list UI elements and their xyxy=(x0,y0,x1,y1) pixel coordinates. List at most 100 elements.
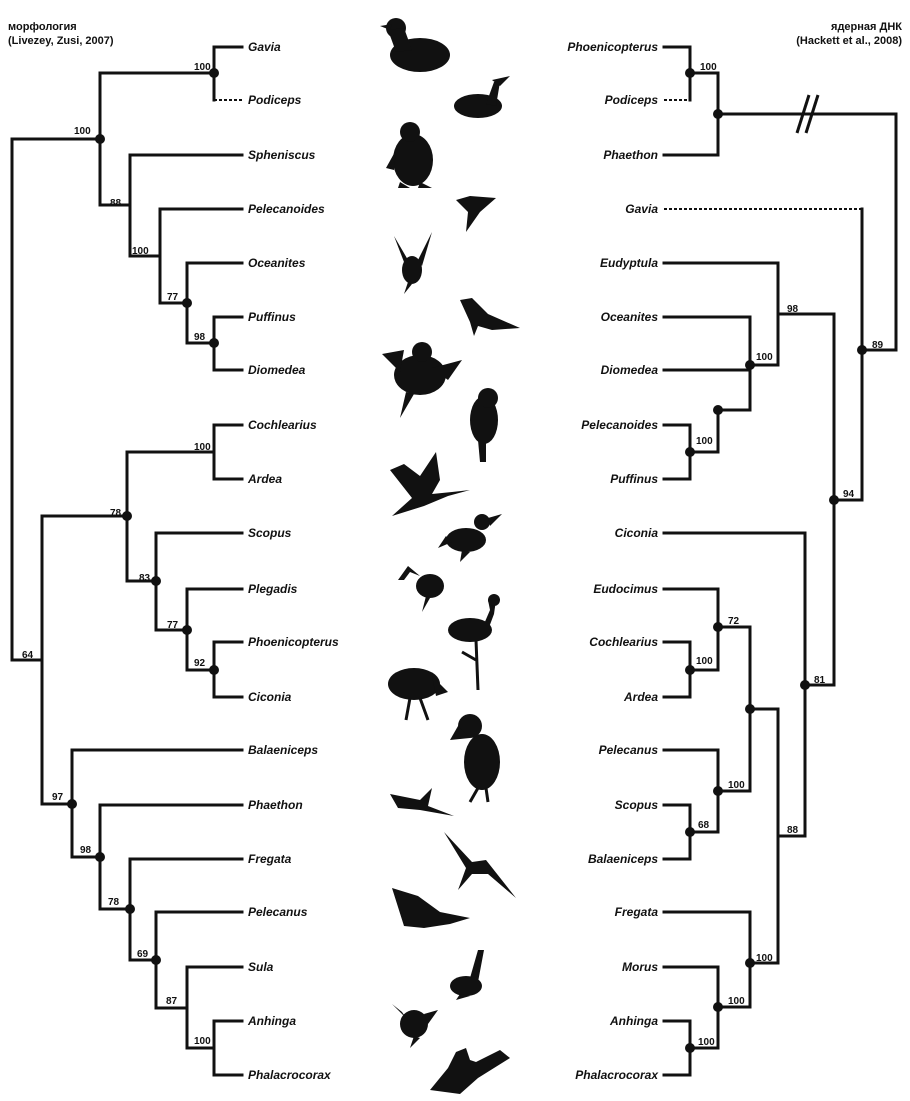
left-support: 87 xyxy=(166,996,178,1007)
right-taxon-label: Diomedea xyxy=(601,363,659,377)
right-support: 88 xyxy=(787,825,799,836)
right-taxon-label: Eudyptula xyxy=(600,256,658,270)
right-taxon-label: Fregata xyxy=(615,905,659,919)
right-support: 100 xyxy=(698,1037,715,1048)
right-taxon-label: Pelecanoides xyxy=(581,418,658,432)
right-support: 100 xyxy=(696,436,713,447)
left-support: 100 xyxy=(194,1036,211,1047)
left-taxon-label: Pelecanus xyxy=(248,905,308,919)
left-taxon-label: Fregata xyxy=(248,852,292,866)
left-support: 88 xyxy=(110,198,122,209)
left-support: 83 xyxy=(139,573,151,584)
right-tree-title: ядерная ДНК (Hackett et al., 2008) xyxy=(796,20,902,48)
left-support: 98 xyxy=(194,332,206,343)
right-support: 100 xyxy=(756,953,773,964)
left-taxon-label: Pelecanoides xyxy=(248,202,325,216)
left-taxon-label: Plegadis xyxy=(248,582,298,596)
cormorant-silhouette-icon xyxy=(430,1048,510,1094)
right-support: 72 xyxy=(728,616,740,627)
left-support: 97 xyxy=(52,792,64,803)
tropicbird-silhouette-icon xyxy=(390,788,454,816)
left-taxon-label: Scopus xyxy=(248,526,292,540)
albatross-silhouette-icon xyxy=(382,342,462,418)
right-taxon-label: Eudocimus xyxy=(593,582,658,596)
diving-petrel-silhouette-icon xyxy=(456,196,496,232)
penguin-silhouette-icon xyxy=(386,122,433,188)
right-taxon-label: Anhinga xyxy=(609,1014,658,1028)
right-taxon-label: Podiceps xyxy=(605,93,659,107)
frigatebird-silhouette-icon xyxy=(444,832,516,898)
left-support: 77 xyxy=(167,620,179,631)
left-taxon-label: Phoenicopterus xyxy=(248,635,339,649)
left-support: 78 xyxy=(108,897,120,908)
right-taxon-label: Phaethon xyxy=(603,148,658,162)
left-taxon-label: Spheniscus xyxy=(248,148,316,162)
right-taxon-label: Balaeniceps xyxy=(588,852,658,866)
grebe-silhouette-icon xyxy=(454,76,510,118)
left-tree-title: морфология (Livezey, Zusi, 2007) xyxy=(8,20,114,48)
heron-silhouette-icon xyxy=(390,452,470,516)
right-support: 100 xyxy=(756,352,773,363)
left-tree: 100 100 88 100 77 98 100 78 83 77 92 64 … xyxy=(10,40,339,1082)
right-support: 100 xyxy=(700,62,717,73)
right-taxon-label: Scopus xyxy=(615,798,659,812)
left-taxon-label: Puffinus xyxy=(248,310,296,324)
left-support: 92 xyxy=(194,658,206,669)
right-support: 100 xyxy=(728,996,745,1007)
right-tree: 100 98 100 100 89 94 72 100 100 68 81 88… xyxy=(567,40,898,1082)
storm-petrel-silhouette-icon xyxy=(394,232,432,294)
right-taxon-label: Ardea xyxy=(623,690,658,704)
booby-silhouette-icon xyxy=(450,950,484,1000)
left-support: 100 xyxy=(132,246,149,257)
right-support: 100 xyxy=(728,780,745,791)
boat-billed-heron-silhouette-icon xyxy=(470,388,498,462)
flamingo-silhouette-icon xyxy=(448,594,500,691)
ibis-silhouette-icon xyxy=(398,566,444,612)
right-taxon-label: Oceanites xyxy=(601,310,659,324)
left-title-line2: (Livezey, Zusi, 2007) xyxy=(8,35,114,47)
pelican-silhouette-icon xyxy=(392,888,470,928)
left-taxon-label: Diomedea xyxy=(248,363,306,377)
left-support: 77 xyxy=(167,292,179,303)
right-taxon-label: Phoenicopterus xyxy=(567,40,658,54)
right-support: 94 xyxy=(843,489,855,500)
left-taxon-label: Balaeniceps xyxy=(248,743,318,757)
shearwater-silhouette-icon xyxy=(460,298,520,336)
shoebill-silhouette-icon xyxy=(450,714,500,803)
right-taxon-label: Ciconia xyxy=(615,526,659,540)
right-taxon-label: Cochlearius xyxy=(589,635,658,649)
left-support: 100 xyxy=(74,126,91,137)
hamerkop-silhouette-icon xyxy=(438,514,502,562)
anhinga-silhouette-icon xyxy=(392,1004,438,1048)
left-support: 100 xyxy=(194,62,211,73)
right-support: 81 xyxy=(814,675,826,686)
right-support: 68 xyxy=(698,820,710,831)
left-taxon-label: Podiceps xyxy=(248,93,302,107)
loon-silhouette-icon xyxy=(380,18,450,72)
right-taxon-label: Morus xyxy=(622,960,658,974)
right-title-line1: ядерная ДНК xyxy=(831,21,902,33)
bird-silhouettes xyxy=(380,18,520,1094)
left-taxon-label: Phalacrocorax xyxy=(248,1068,332,1082)
right-title-line2: (Hackett et al., 2008) xyxy=(796,35,902,47)
stork-silhouette-icon xyxy=(388,668,448,721)
left-taxon-label: Phaethon xyxy=(248,798,303,812)
left-taxon-label: Ciconia xyxy=(248,690,292,704)
left-taxon-label: Sula xyxy=(248,960,274,974)
right-support: 100 xyxy=(696,656,713,667)
left-taxon-label: Oceanites xyxy=(248,256,306,270)
left-taxon-label: Anhinga xyxy=(247,1014,296,1028)
left-support: 64 xyxy=(22,650,34,661)
left-support: 78 xyxy=(110,508,122,519)
left-support: 100 xyxy=(194,442,211,453)
left-taxon-label: Ardea xyxy=(247,472,282,486)
right-taxon-label: Gavia xyxy=(625,202,658,216)
left-taxon-label: Cochlearius xyxy=(248,418,317,432)
left-support: 69 xyxy=(137,949,149,960)
left-taxon-label: Gavia xyxy=(248,40,281,54)
left-title-line1: морфология xyxy=(8,21,77,33)
right-taxon-label: Phalacrocorax xyxy=(575,1068,659,1082)
right-support: 89 xyxy=(872,340,884,351)
right-taxon-label: Puffinus xyxy=(610,472,658,486)
